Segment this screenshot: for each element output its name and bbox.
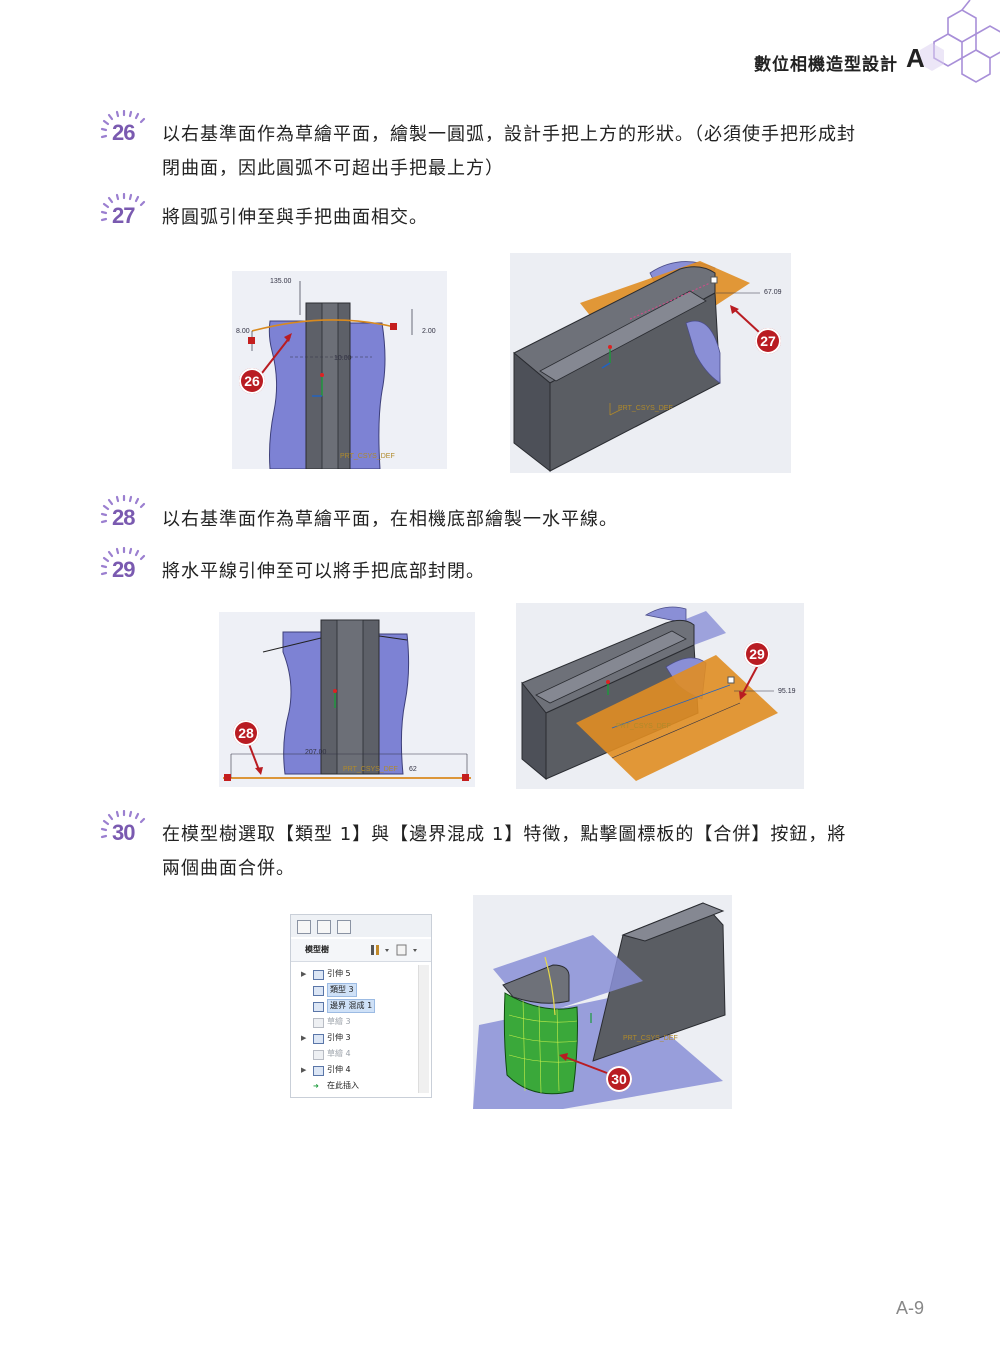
step-text-line2: 兩個曲面合併。 bbox=[162, 858, 295, 879]
callout-badge: 28 bbox=[233, 720, 259, 746]
dim-label: 8.00 bbox=[236, 328, 250, 335]
sketch-icon bbox=[313, 1050, 324, 1060]
tree-item-insert-here[interactable]: ➜在此插入 bbox=[299, 1079, 417, 1093]
extrude-icon bbox=[313, 1034, 324, 1044]
csys-label: PRT_CSYS_DEF bbox=[618, 405, 673, 412]
tree-item[interactable]: 類型 3 bbox=[299, 983, 417, 997]
expand-arrow-icon[interactable]: ▶ bbox=[301, 1066, 307, 1074]
model-tree-panel: 模型樹 ▶引伸 5 類型 3 邊界 混成 1 草繪 3 ▶引伸 3 草繪 4 ▶… bbox=[290, 914, 432, 1098]
dim-label: 10.00 bbox=[334, 355, 352, 362]
csys-label: PRT_CSYS_DEF bbox=[623, 1035, 678, 1042]
tree-view-icon[interactable] bbox=[297, 920, 311, 934]
expand-arrow-icon[interactable]: ▶ bbox=[301, 970, 307, 978]
step-number: 28 bbox=[112, 505, 136, 530]
header-title: 數位相機造型設計 bbox=[754, 55, 898, 75]
tree-item[interactable]: 草繪 3 bbox=[299, 1015, 417, 1029]
csys-label: PRT_CSYS_DEF bbox=[340, 453, 395, 460]
extrude-icon bbox=[313, 1066, 324, 1076]
tree-item[interactable]: ▶引伸 3 bbox=[299, 1031, 417, 1045]
figure-26-sketch: 135.00 8.00 2.00 10.00 PRT_CSYS_DEF 26 bbox=[232, 271, 447, 469]
csys-label: PRT_CSYS_DEF bbox=[343, 766, 398, 773]
figure-30-3d: PRT_CSYS_DEF 30 bbox=[473, 895, 732, 1109]
dial-icon bbox=[100, 547, 146, 576]
surface-icon bbox=[313, 986, 324, 996]
dim-label: 135.00 bbox=[270, 278, 292, 285]
dim-label: 62 bbox=[409, 766, 417, 773]
tree-item[interactable]: ▶引伸 4 bbox=[299, 1063, 417, 1077]
step-text: 將水平線引伸至可以將手把底部封閉。 bbox=[162, 561, 485, 582]
model-tree-header: 模型樹 bbox=[291, 939, 431, 962]
page-number: A-9 bbox=[896, 1298, 925, 1318]
step-number-badge: 28 bbox=[100, 495, 150, 535]
csys-label: PRT_CSYS_DEF bbox=[616, 723, 671, 730]
dim-label: 2.00 bbox=[422, 328, 436, 335]
step-number-badge: 30 bbox=[100, 810, 150, 850]
figure-27-3d: 67.09 PRT_CSYS_DEF 27 bbox=[510, 253, 791, 473]
callout-badge: 26 bbox=[239, 368, 265, 394]
extrude-icon bbox=[313, 970, 324, 980]
step-number-badge: 29 bbox=[100, 547, 150, 587]
model-tree-toolbar bbox=[291, 915, 431, 937]
boundary-blend-icon bbox=[313, 1002, 324, 1012]
step-number-badge: 27 bbox=[100, 193, 150, 233]
dial-icon bbox=[100, 110, 146, 139]
step-number: 30 bbox=[112, 820, 136, 845]
callout-badge: 27 bbox=[755, 328, 781, 354]
tree-item[interactable]: 草繪 4 bbox=[299, 1047, 417, 1061]
callout-arrow bbox=[730, 305, 761, 334]
dim-label: 95.19 bbox=[778, 688, 796, 695]
expand-arrow-icon[interactable]: ▶ bbox=[301, 1034, 307, 1042]
tree-item[interactable]: ▶引伸 5 bbox=[299, 967, 417, 981]
step-number-badge: 26 bbox=[100, 110, 150, 150]
sketch-icon bbox=[313, 1018, 324, 1028]
callout-badge: 29 bbox=[744, 641, 770, 667]
dial-icon bbox=[100, 495, 146, 524]
callout-arrow bbox=[261, 333, 292, 374]
callout-badge: 30 bbox=[606, 1066, 632, 1092]
layers-icon[interactable] bbox=[317, 920, 331, 934]
model-view bbox=[513, 261, 760, 473]
figure-29-3d: 95.19 PRT_CSYS_DEF 29 bbox=[516, 603, 804, 789]
header-letter: A bbox=[906, 43, 925, 73]
step-text-line2: 閉曲面，因此圓弧不可超出手把最上方） bbox=[162, 158, 504, 179]
callout-arrow bbox=[559, 1053, 608, 1074]
settings-icon[interactable] bbox=[369, 943, 423, 957]
dial-icon bbox=[100, 193, 146, 222]
model-view bbox=[521, 606, 778, 781]
callout-arrow bbox=[248, 743, 263, 775]
step-text: 在模型樹選取【類型 1】與【邊界混成 1】特徵，點擊圖標板的【合併】按鈕，將 bbox=[162, 824, 847, 845]
dim-label: 67.09 bbox=[764, 289, 782, 296]
model-view bbox=[473, 902, 726, 1109]
sketch-view bbox=[223, 619, 471, 781]
figure-28-sketch: 207.00 PRT_CSYS_DEF 62 28 bbox=[219, 612, 475, 787]
scrollbar[interactable] bbox=[418, 965, 429, 1093]
dim-label: 207.00 bbox=[305, 749, 327, 756]
insert-arrow-icon: ➜ bbox=[313, 1082, 319, 1090]
step-text: 以右基準面作為草繪平面，在相機底部繪製一水平線。 bbox=[162, 509, 618, 530]
step-text: 將圓弧引伸至與手把曲面相交。 bbox=[162, 207, 428, 228]
step-number: 27 bbox=[112, 203, 136, 228]
step-text: 以右基準面作為草繪平面，繪製一圓弧，設計手把上方的形狀。（必須使手把形成封 bbox=[162, 124, 856, 145]
callout-arrow bbox=[739, 664, 759, 700]
sketch-view bbox=[248, 281, 413, 469]
tree-item[interactable]: 邊界 混成 1 bbox=[299, 999, 417, 1013]
dial-icon bbox=[100, 810, 146, 839]
model-tree-title: 模型樹 bbox=[305, 945, 329, 954]
step-number: 29 bbox=[112, 557, 136, 582]
close-icon[interactable] bbox=[337, 920, 351, 934]
step-number: 26 bbox=[112, 120, 136, 145]
